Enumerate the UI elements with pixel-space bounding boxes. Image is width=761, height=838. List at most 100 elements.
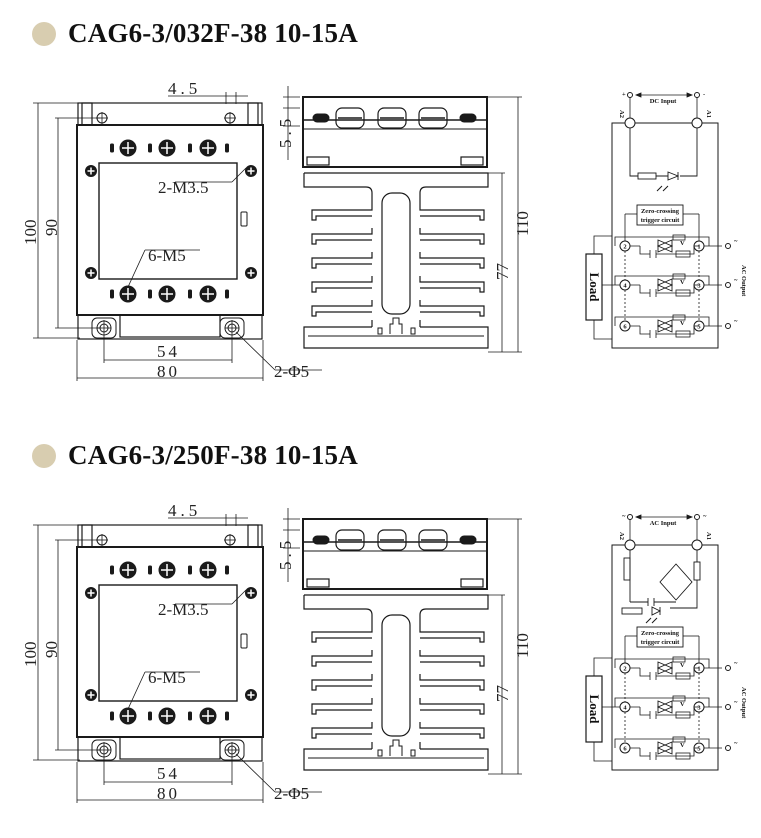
- varistor-label: V: [680, 320, 685, 327]
- tab: [81, 524, 93, 548]
- terminal-screw-block: [335, 529, 365, 551]
- label-6-m5: 6-M5: [148, 668, 186, 687]
- input-terminal: [627, 92, 633, 98]
- module-box: [611, 122, 719, 349]
- heatsink-fin: [419, 674, 485, 691]
- arrow-icon: [634, 514, 694, 520]
- center-key: [389, 739, 403, 756]
- output-tilde: ~: [734, 699, 738, 706]
- heatsink-fin: [311, 674, 373, 691]
- wire: [593, 320, 612, 340]
- terminal-number: 3: [697, 705, 701, 712]
- heatsink-fin: [311, 252, 373, 269]
- terminal-marker: [110, 289, 114, 299]
- dim-100: 100: [21, 642, 40, 668]
- zero-crossing-label: trigger circuit: [641, 639, 680, 646]
- heatsink-base: [303, 326, 489, 349]
- dim-54: 54: [157, 764, 180, 783]
- input-terminal: [627, 514, 633, 520]
- output-label: AC Output: [740, 687, 747, 719]
- dim-54: 54: [157, 342, 180, 361]
- heatsink-fin: [311, 204, 373, 221]
- label-6-m5: 6-M5: [148, 246, 186, 265]
- label-window: [98, 162, 238, 280]
- heatsink-fin: [311, 722, 373, 739]
- terminal-marker: [225, 565, 229, 575]
- resistor-icon: [621, 607, 643, 615]
- terminal-cap: [459, 113, 477, 123]
- bottom-mounting-strip: [77, 314, 263, 340]
- dim-110: 110: [513, 211, 532, 236]
- terminal-marker: [188, 143, 192, 153]
- tab: [81, 102, 93, 126]
- terminal-number: 2: [623, 244, 626, 251]
- terminal-marker: [188, 289, 192, 299]
- resistor-icon: [693, 561, 701, 581]
- terminal-number: 4: [623, 705, 627, 712]
- heatsink-fin: [419, 722, 485, 739]
- resistor-icon: [623, 557, 631, 581]
- triac-icon: [656, 278, 674, 292]
- heatsink-fin: [311, 626, 373, 643]
- input-polarity: ~: [622, 513, 626, 520]
- terminal-number: 5: [697, 746, 701, 753]
- section-title-row: CAG6-3/032F-38 10-15A: [32, 18, 358, 49]
- terminal-marker: [110, 565, 114, 575]
- varistor-label: V: [680, 279, 685, 286]
- wire: [614, 697, 710, 707]
- resistor-icon: [675, 752, 691, 760]
- notch: [377, 327, 383, 335]
- varistor-label: V: [680, 662, 685, 669]
- dim-4-5: 4.5: [168, 79, 201, 98]
- arrow-icon: [634, 92, 694, 98]
- resistor-icon: [637, 172, 657, 180]
- terminal-marker: [225, 143, 229, 153]
- wire: [630, 284, 695, 294]
- output-terminal: [725, 323, 731, 329]
- section-title: CAG6-3/032F-38 10-15A: [68, 18, 358, 48]
- terminal-a1: [691, 539, 703, 551]
- dim-4-5: 4.5: [168, 501, 201, 520]
- terminal-cap: [312, 113, 330, 123]
- triac-icon: [656, 319, 674, 333]
- bottom-slot: [119, 314, 221, 338]
- varistor-icon: [672, 234, 686, 241]
- wire: [630, 747, 695, 757]
- tab: [247, 102, 259, 126]
- varistor-icon: [672, 273, 686, 280]
- terminal-marker: [110, 143, 114, 153]
- indicator-led: [240, 633, 248, 649]
- zero-crossing-label: trigger circuit: [641, 217, 680, 224]
- output-tilde: ~: [734, 740, 738, 747]
- input-polarity: +: [622, 91, 626, 98]
- label-2-phi5: 2-Φ5: [274, 362, 309, 381]
- dim-100: 100: [21, 220, 40, 246]
- wire: [593, 742, 612, 762]
- varistor-label: V: [680, 240, 685, 247]
- wire: [630, 667, 695, 677]
- foot: [306, 156, 330, 166]
- varistor-icon: [672, 656, 686, 663]
- terminal-marker: [148, 711, 152, 721]
- foot: [460, 156, 484, 166]
- terminal-marker: [225, 289, 229, 299]
- triac-icon: [656, 741, 674, 755]
- heatsink-outline: [303, 173, 373, 194]
- notch: [410, 327, 416, 335]
- heatsink-fin: [419, 252, 485, 269]
- dim-5-5: 5.5: [276, 537, 295, 570]
- heatsink-outline: [303, 595, 373, 616]
- terminal-marker: [148, 143, 152, 153]
- heatsink-fin: [419, 626, 485, 643]
- heatsink-fin: [311, 228, 373, 245]
- terminal-number: 6: [623, 746, 627, 753]
- terminal-marker: [188, 565, 192, 575]
- resistor-icon: [675, 250, 691, 258]
- zero-crossing-box: [636, 626, 684, 648]
- label-2-phi5: 2-Φ5: [274, 784, 309, 803]
- input-label: AC Input: [650, 520, 677, 527]
- dimension-line: [235, 331, 276, 371]
- input-polarity: ~: [703, 513, 707, 520]
- label-window: [98, 584, 238, 702]
- zero-crossing-label: Zero-crossing: [641, 630, 680, 637]
